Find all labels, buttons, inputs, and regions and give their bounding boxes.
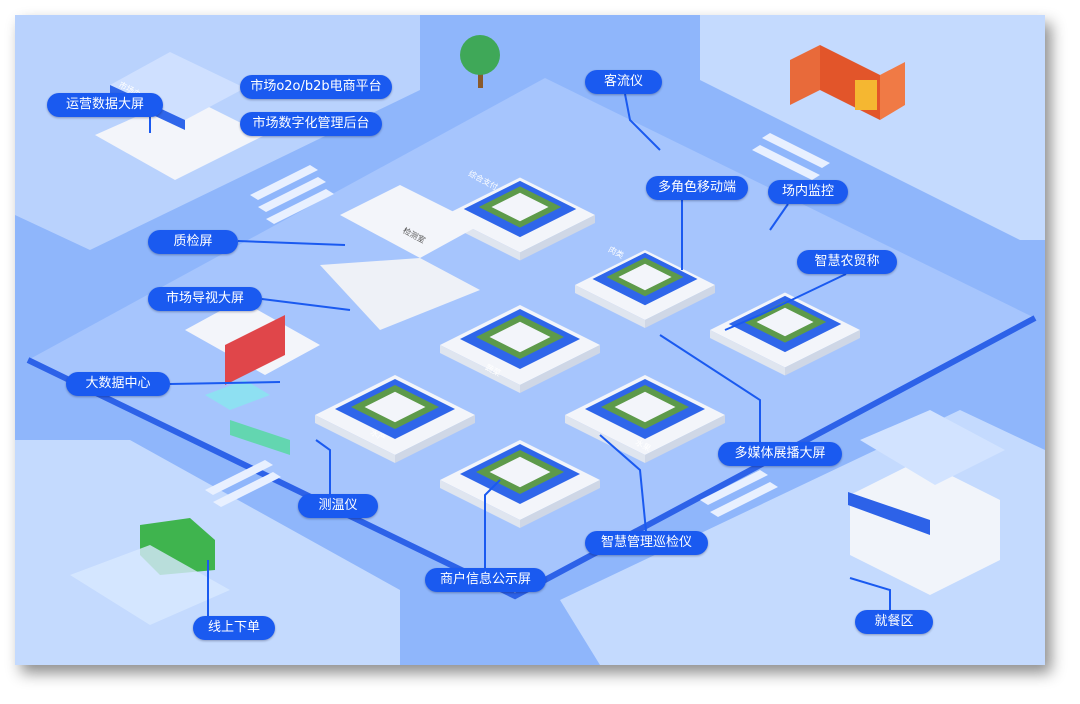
stairs: [205, 133, 830, 517]
logistics-zone: [700, 15, 1045, 240]
label-flow-counter: 客流仪: [585, 70, 662, 94]
label-online-order: 线上下单: [193, 616, 275, 640]
label-qc-screen: 质检屏: [148, 230, 238, 254]
label-media-screen: 多媒体展播大屏: [718, 442, 842, 466]
label-guide-screen: 市场导视大屏: [148, 287, 262, 311]
label-monitor: 场内监控: [768, 180, 848, 204]
label-thermometer: 测温仪: [298, 494, 378, 518]
label-scale: 智慧农贸称: [797, 250, 897, 274]
server-box: [205, 380, 270, 410]
smart-market-diagram: 市场办公室 检测室 综合支付 肉类 水产 蔬菜 水果: [15, 15, 1045, 665]
label-mobile: 多角色移动端: [646, 176, 748, 200]
label-bigdata: 大数据中心: [66, 372, 170, 396]
label-merchant-screen: 商户信息公示屏: [425, 568, 546, 592]
bench: [230, 420, 290, 455]
label-backend: 市场数字化管理后台: [240, 112, 382, 136]
label-ops-screen: 运营数据大屏: [47, 93, 163, 117]
connector-lines: [149, 93, 891, 616]
lab-building: [340, 185, 480, 258]
rug: [70, 545, 230, 625]
label-inspector: 智慧管理巡检仪: [585, 531, 708, 555]
isometric-scene: [15, 15, 1045, 665]
label-ecommerce: 市场o2o/b2b电商平台: [240, 75, 392, 99]
tree-icon: [460, 35, 500, 75]
label-dining: 就餐区: [855, 610, 933, 634]
delivery-truck-icon: [790, 45, 905, 120]
